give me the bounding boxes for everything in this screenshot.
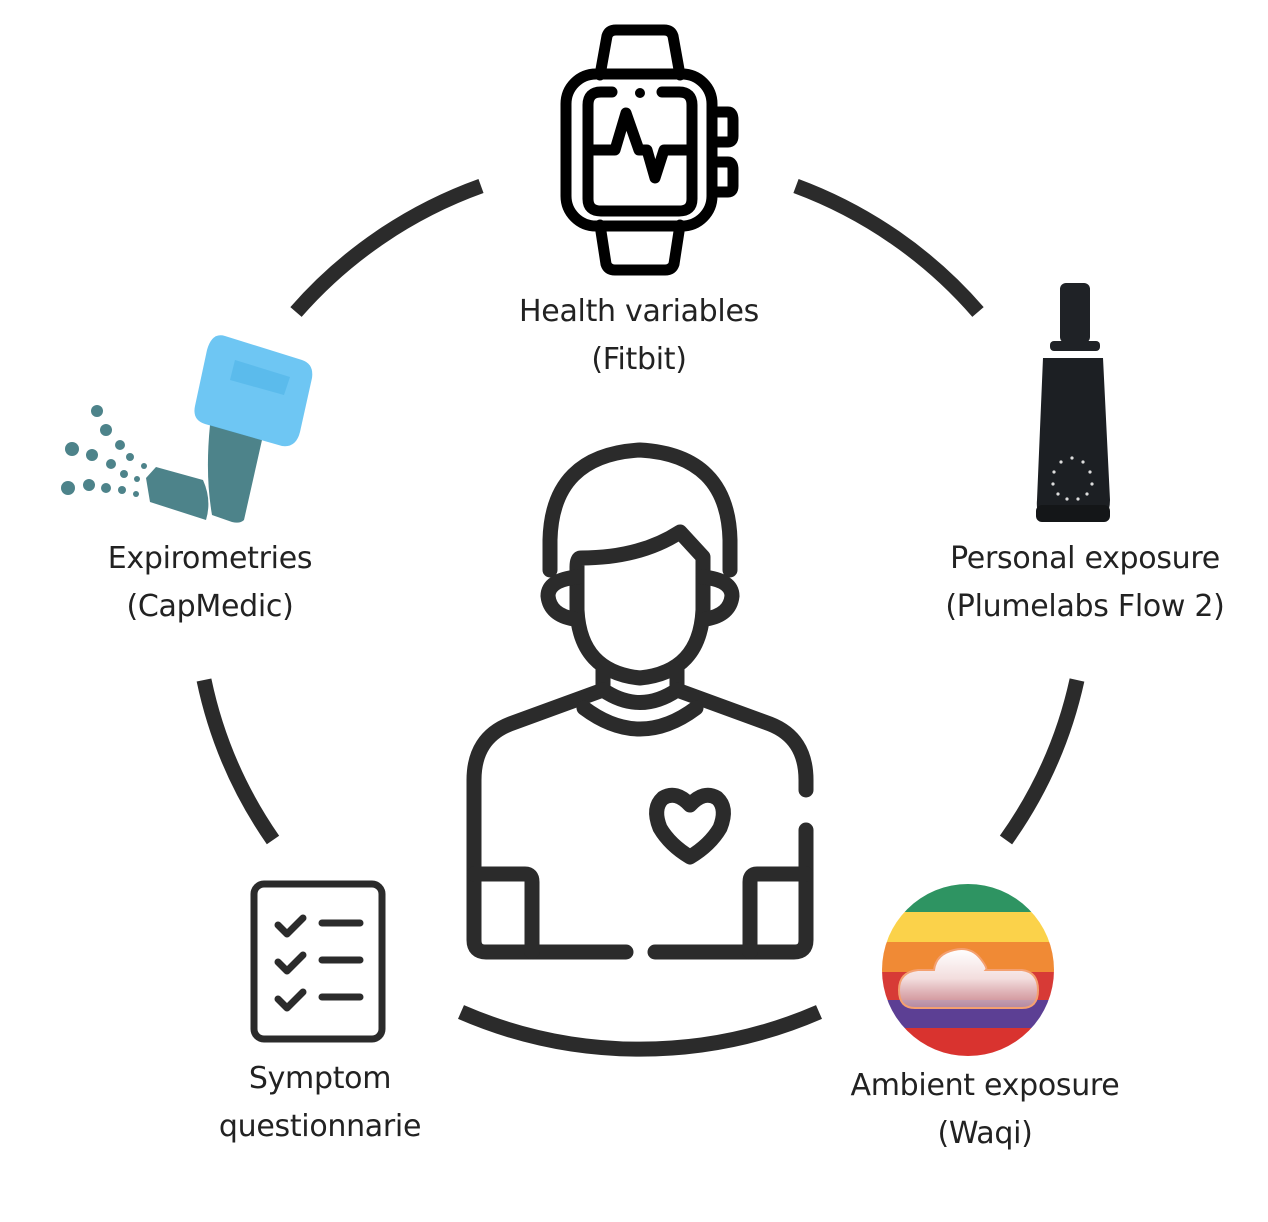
ring-arc-bottom [458, 1005, 822, 1057]
node-title: Symptom [248, 1061, 392, 1096]
node-label-waqi: Ambient exposure (Waqi) [830, 1062, 1140, 1158]
ring-arc-left [196, 678, 280, 845]
node-title: Health variables [519, 294, 759, 329]
node-source: (CapMedic) [126, 589, 294, 624]
node-source: (Plumelabs Flow 2) [945, 589, 1225, 624]
node-label-capmedic: Expirometries (CapMedic) [80, 535, 340, 631]
ring-arc-top-right [793, 178, 984, 317]
ring-arc-right [999, 678, 1085, 845]
node-source: (Fitbit) [591, 342, 687, 377]
node-source: questionnarie [218, 1109, 422, 1144]
node-label-plumelabs: Personal exposure (Plumelabs Flow 2) [925, 535, 1245, 631]
node-title: Personal exposure [950, 541, 1220, 576]
node-title: Expirometries [107, 541, 313, 576]
node-source: (Waqi) [937, 1116, 1033, 1151]
node-label-fitbit: Health variables (Fitbit) [489, 288, 789, 384]
node-title: Ambient exposure [850, 1068, 1120, 1103]
node-label-symptoms: Symptom questionnarie [190, 1055, 450, 1151]
ring-arc-top-left [290, 178, 484, 317]
